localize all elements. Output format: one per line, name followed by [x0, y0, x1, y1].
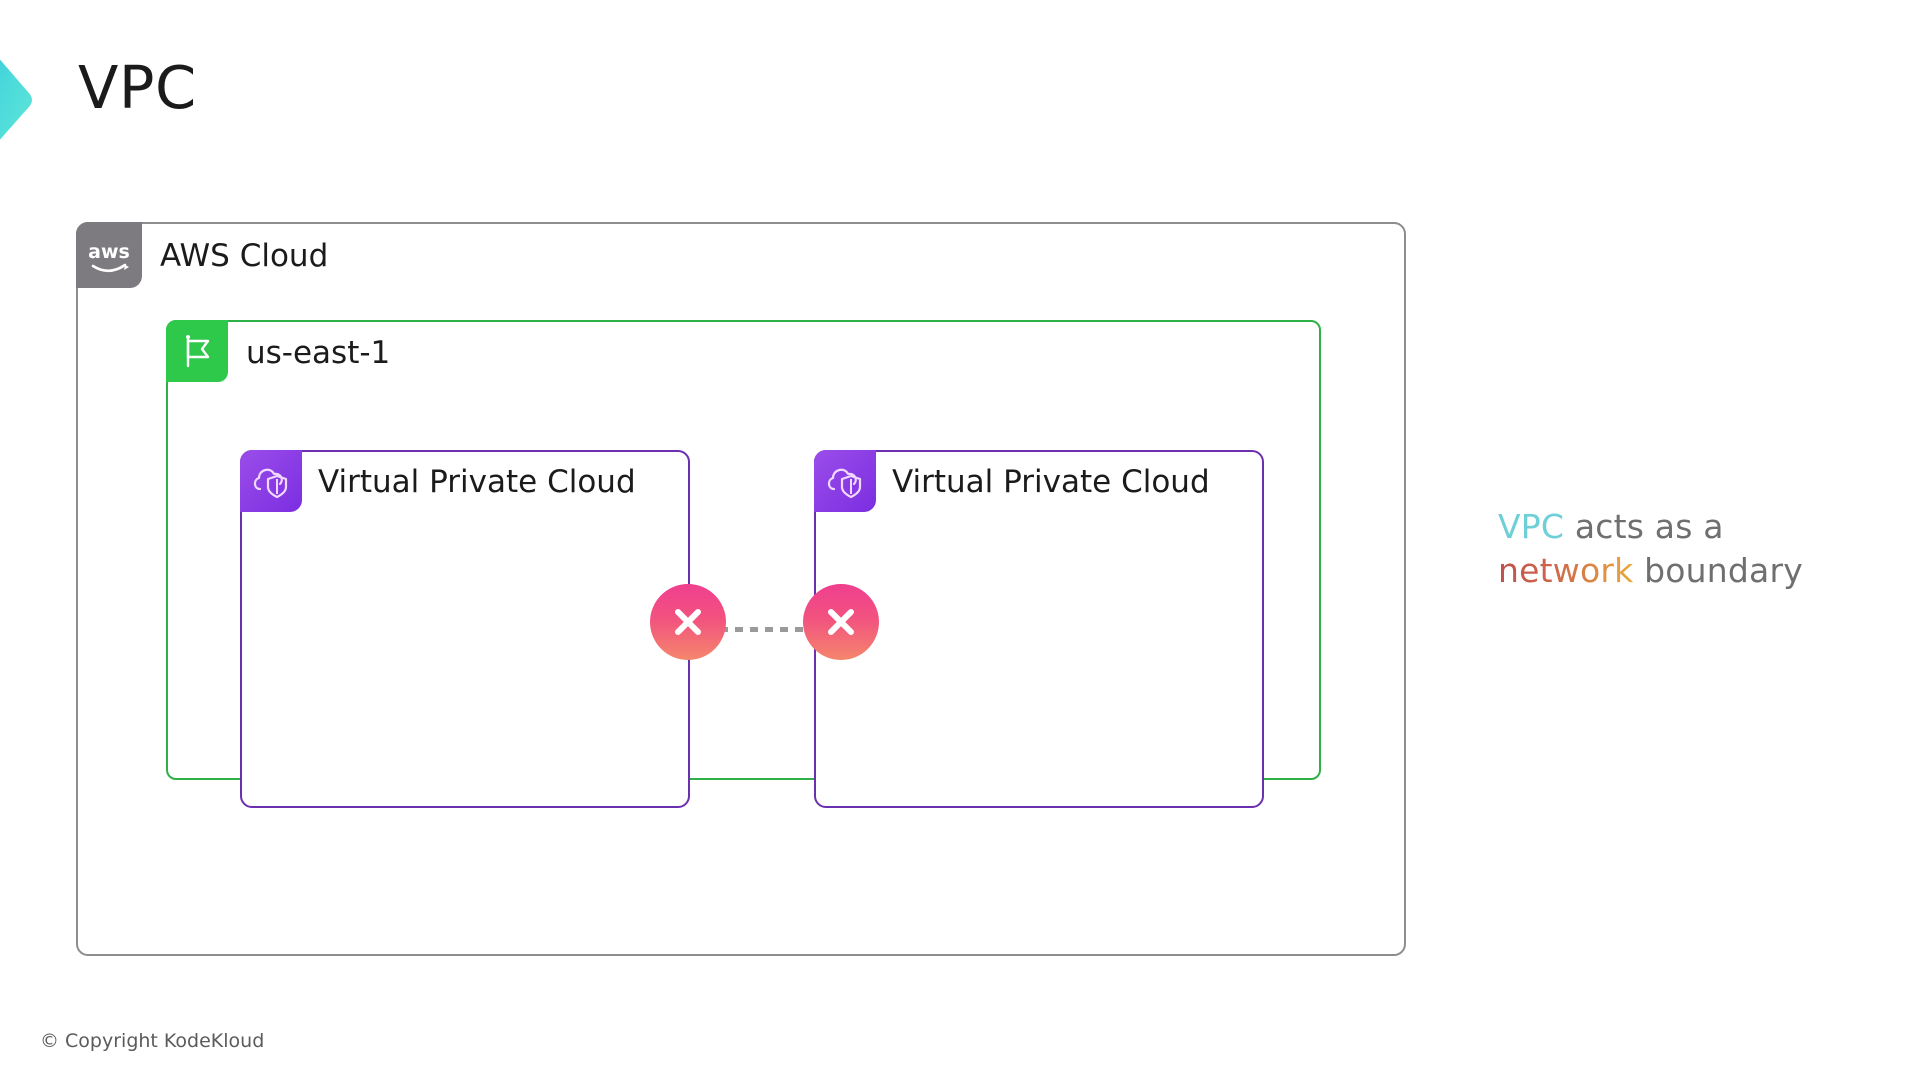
vpc-cloud-shield-icon — [240, 450, 302, 512]
annotation-line-2: network boundary — [1498, 549, 1803, 593]
dotted-connection-line — [720, 627, 812, 632]
page-title: VPC — [78, 53, 197, 122]
region-label: us-east-1 — [246, 335, 391, 371]
annotation-line-1: VPC acts as a — [1498, 505, 1803, 549]
blocked-x-icon — [650, 584, 726, 660]
vpc-label-left: Virtual Private Cloud — [318, 464, 636, 500]
vpc-box-left: Virtual Private Cloud — [240, 450, 690, 808]
aws-cloud-group: aws AWS Cloud us-east-1 — [76, 222, 1406, 956]
copyright-footer: © Copyright KodeKloud — [40, 1030, 265, 1052]
vpc-label-right: Virtual Private Cloud — [892, 464, 1210, 500]
aws-logo-icon: aws — [76, 222, 142, 288]
annotation-text: VPC acts as a network boundary — [1498, 505, 1803, 593]
annotation-line-1-rest: acts as a — [1564, 507, 1724, 546]
aws-cloud-label: AWS Cloud — [160, 238, 329, 274]
vpc-cloud-shield-icon — [814, 450, 876, 512]
region-group: us-east-1 Virtual Private Cloud — [166, 320, 1321, 808]
aws-cloud-badge: aws — [76, 222, 142, 288]
annotation-highlight-network: network — [1498, 550, 1634, 590]
blocked-x-icon — [803, 584, 879, 660]
svg-text:aws: aws — [88, 241, 130, 263]
annotation-line-2-rest: boundary — [1633, 550, 1803, 590]
blocked-connector — [650, 584, 880, 660]
vpc-box-right: Virtual Private Cloud — [814, 450, 1264, 808]
chevron-right-logo-icon — [0, 14, 68, 182]
region-flag-icon — [166, 320, 228, 382]
annotation-highlight-vpc: VPC — [1498, 507, 1565, 546]
